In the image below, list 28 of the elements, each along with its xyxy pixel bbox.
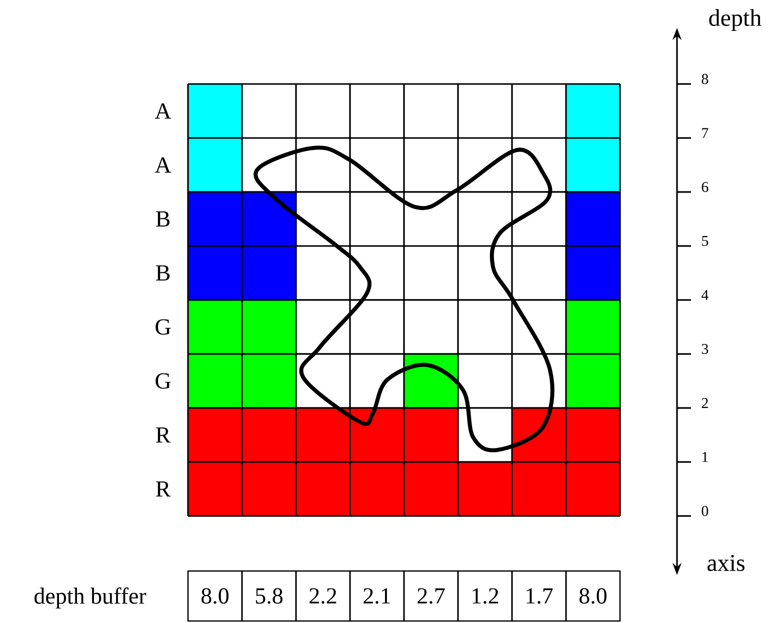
row-label: A [154, 103, 172, 119]
row-label: B [156, 211, 170, 227]
row-label: R [156, 427, 171, 443]
row-label: G [156, 319, 171, 335]
tick-label: 3 [702, 344, 708, 354]
tick-label: 8 [702, 74, 708, 84]
buffer-cell: 2.7 [403, 570, 459, 622]
row-label: depth buffer [34, 587, 146, 609]
tick-label: 2 [702, 398, 708, 408]
buffer-cell: 1.7 [511, 570, 567, 622]
tick-label: 6 [702, 182, 708, 192]
tick-label: 7 [702, 128, 708, 138]
row-label: G [156, 373, 171, 389]
tick-label: 0 [702, 506, 708, 516]
buffer-cell: 5.8 [241, 570, 297, 622]
buffer-cell: 2.2 [295, 570, 351, 622]
row-label: B [156, 265, 170, 281]
tick-label: 4 [702, 290, 708, 300]
tick-label: 1 [702, 452, 708, 462]
axis-label: axis [708, 554, 744, 572]
buffer-cell: 2.1 [349, 570, 405, 622]
buffer-cell: 8.0 [187, 570, 243, 622]
row-label: R [156, 481, 171, 497]
buffer-cell: 1.2 [457, 570, 513, 622]
buffer-cell: 8.0 [565, 570, 621, 622]
row-label: A [154, 157, 172, 173]
axis-label: depth [709, 9, 762, 31]
tick-label: 5 [702, 236, 708, 246]
